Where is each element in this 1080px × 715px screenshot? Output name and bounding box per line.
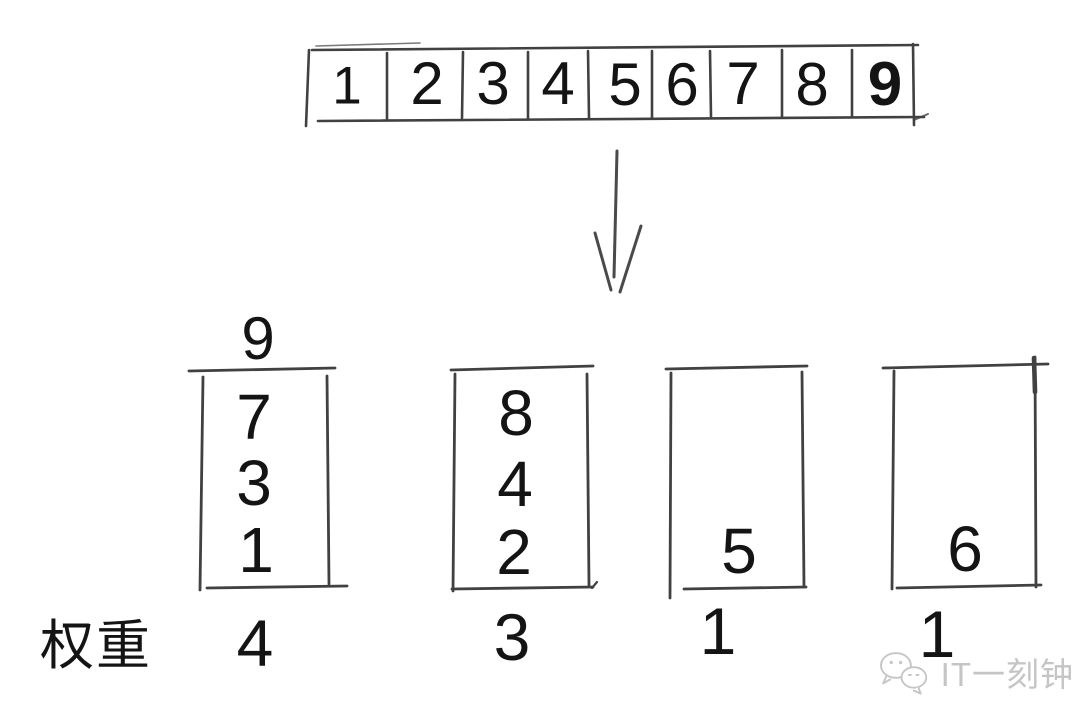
bucket-4-box bbox=[881, 355, 1050, 591]
array-grid-lines bbox=[304, 42, 929, 128]
array-cell-7: 7 bbox=[726, 50, 760, 117]
wechat-icon bbox=[880, 652, 928, 695]
array-cell-1: 1 bbox=[332, 56, 362, 116]
bucket-2-item: 4 bbox=[497, 448, 533, 520]
array-cell-4: 4 bbox=[541, 50, 575, 117]
weight-value-1: 4 bbox=[236, 606, 274, 680]
array-cell-9: 9 bbox=[867, 50, 903, 119]
weight-label: 权重 bbox=[40, 616, 152, 676]
bucket-4-item: 6 bbox=[947, 513, 983, 585]
bucket-1-item: 3 bbox=[236, 447, 272, 519]
bucket-2-box bbox=[449, 364, 599, 593]
watermark-text: IT一刻钟 bbox=[940, 655, 1074, 693]
array-cell-6: 6 bbox=[665, 51, 699, 118]
bucket-1-overflow-value: 9 bbox=[241, 305, 275, 372]
bucket-1-item: 7 bbox=[236, 381, 272, 453]
weight-value-4: 1 bbox=[918, 597, 956, 671]
bucket-3-item: 5 bbox=[721, 515, 757, 587]
array-cell-3: 3 bbox=[476, 50, 510, 117]
array-cell-2: 2 bbox=[410, 50, 444, 117]
weight-value-2: 3 bbox=[493, 600, 531, 674]
weight-value-3: 1 bbox=[699, 594, 737, 668]
down-arrow-icon bbox=[593, 149, 643, 294]
bucket-1-box bbox=[187, 366, 349, 592]
bucket-2-item: 8 bbox=[498, 377, 534, 449]
bucket-1-item: 1 bbox=[238, 514, 274, 586]
array-cell-8: 8 bbox=[795, 51, 829, 118]
bucket-2-item: 2 bbox=[496, 516, 532, 588]
array-cell-5: 5 bbox=[608, 51, 642, 118]
bucket-3-box bbox=[664, 364, 809, 600]
watermark: IT一刻钟 bbox=[878, 645, 1074, 703]
